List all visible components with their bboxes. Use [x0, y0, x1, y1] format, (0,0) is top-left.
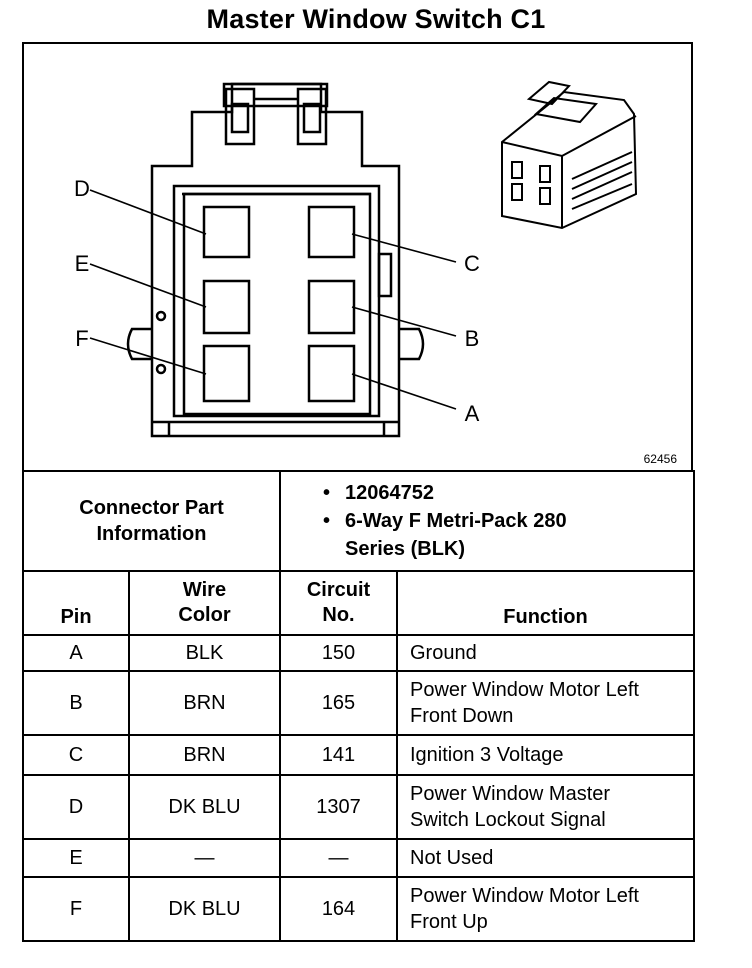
connector-diagram: D E F C B A 62456 — [22, 42, 693, 470]
table-row: B BRN 165 Power Window Motor Left Front … — [22, 670, 695, 736]
page-title: Master Window Switch C1 — [206, 4, 546, 34]
pin-label-d: D — [74, 176, 90, 201]
cell-circuit: 165 — [279, 670, 398, 736]
cavity-f — [202, 344, 251, 403]
connector-face-drawing: D E F C B A — [74, 80, 638, 438]
cell-wire-color: BRN — [128, 670, 281, 736]
cavity-b — [307, 279, 356, 335]
table-row: A BLK 150 Ground — [22, 634, 695, 672]
cavity-a — [307, 344, 356, 403]
cell-wire-color: BLK — [128, 634, 281, 672]
connector-info-label: Connector Part Information — [22, 470, 281, 572]
header-wire-color: Wire Color — [128, 570, 281, 636]
table-row: F DK BLU 164 Power Window Motor Left Fro… — [22, 876, 695, 942]
connector-type: 6-Way F Metri-Pack 280 Series (BLK) — [323, 507, 595, 563]
pin-label-e: E — [75, 251, 90, 276]
cavity-e — [202, 279, 251, 335]
cell-circuit: 1307 — [279, 774, 398, 840]
table-row: C BRN 141 Ignition 3 Voltage — [22, 734, 695, 776]
cell-circuit: — — [279, 838, 398, 878]
pin-label-a: A — [465, 401, 480, 426]
cell-function: Power Window Motor Left Front Up — [396, 876, 695, 942]
cell-pin: D — [22, 774, 130, 840]
table-row: E — — Not Used — [22, 838, 695, 878]
cell-function: Power Window Motor Left Front Down — [396, 670, 695, 736]
cell-pin: A — [22, 634, 130, 672]
cell-function: Not Used — [396, 838, 695, 878]
cell-wire-color: — — [128, 838, 281, 878]
connector-info-table: Connector Part Information 12064752 6-Wa… — [22, 470, 695, 572]
pin-label-f: F — [75, 326, 88, 351]
connector-info-list: 12064752 6-Way F Metri-Pack 280 Series (… — [279, 470, 695, 572]
cell-function: Power Window Master Switch Lockout Signa… — [396, 774, 695, 840]
cell-function: Ignition 3 Voltage — [396, 734, 695, 776]
cell-circuit: 164 — [279, 876, 398, 942]
part-number: 12064752 — [323, 479, 693, 507]
cell-circuit: 150 — [279, 634, 398, 672]
cell-wire-color: BRN — [128, 734, 281, 776]
cell-pin: B — [22, 670, 130, 736]
cell-wire-color: DK BLU — [128, 876, 281, 942]
cell-pin: F — [22, 876, 130, 942]
cell-function: Ground — [396, 634, 695, 672]
figure-id: 62456 — [643, 452, 677, 466]
cavity-d — [202, 205, 251, 259]
cavity-c — [307, 205, 356, 259]
pin-label-c: C — [464, 251, 480, 276]
cell-wire-color: DK BLU — [128, 774, 281, 840]
connector-isometric-sketch — [501, 80, 638, 230]
header-pin: Pin — [22, 570, 130, 636]
header-circuit: Circuit No. — [279, 570, 398, 636]
table-row: D DK BLU 1307 Power Window Master Switch… — [22, 774, 695, 840]
cell-circuit: 141 — [279, 734, 398, 776]
pin-label-b: B — [465, 326, 480, 351]
pinout-table: Pin Wire Color Circuit No. Function A BL… — [22, 570, 695, 942]
cell-pin: E — [22, 838, 130, 878]
header-function: Function — [396, 570, 695, 636]
cell-pin: C — [22, 734, 130, 776]
